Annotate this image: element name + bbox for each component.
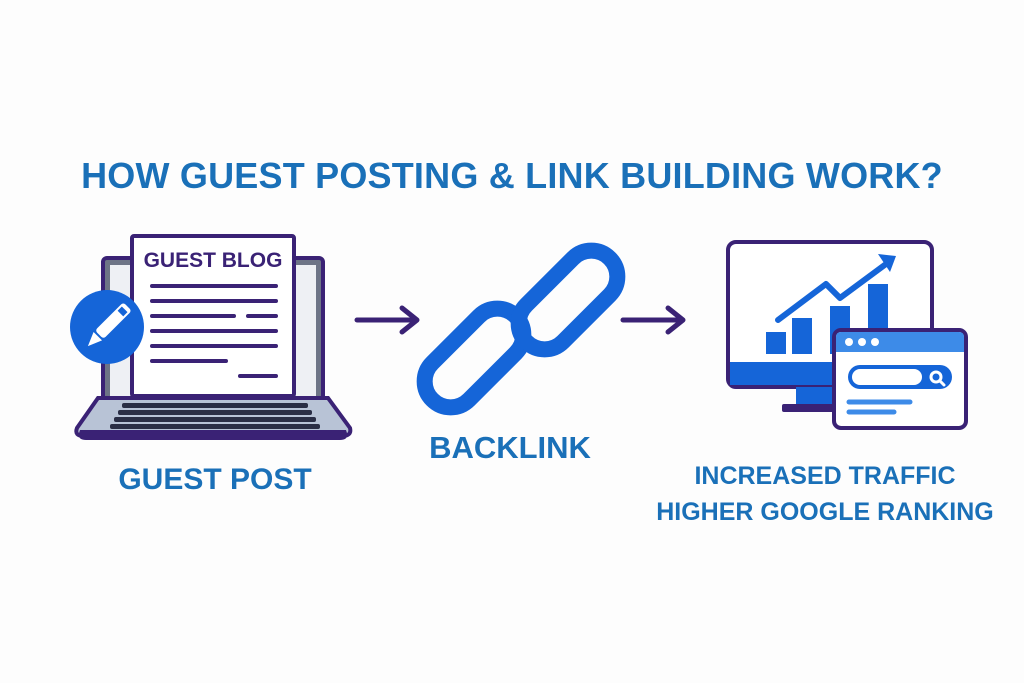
- window-dots: [845, 338, 879, 346]
- monitor-growth-search-icon: [726, 240, 968, 430]
- step-label-results: INCREASED TRAFFIC HIGHER GOOGLE RANKING: [630, 458, 1020, 530]
- chain-link-icon: [416, 242, 626, 416]
- laptop-guest-blog-icon: GUEST BLOG: [70, 234, 353, 440]
- step-label-guest-post: GUEST POST: [118, 463, 312, 496]
- arrow-right-icon: [620, 305, 686, 335]
- arrow-right-icon: [354, 305, 420, 335]
- page-title: HOW GUEST POSTING & LINK BUILDING WORK?: [81, 155, 943, 196]
- document-text-lines: [150, 284, 278, 378]
- pencil-icon: [87, 303, 131, 347]
- keyboard: [110, 403, 320, 429]
- result-line-ranking: HIGHER GOOGLE RANKING: [656, 498, 994, 526]
- result-line-traffic: INCREASED TRAFFIC: [694, 462, 956, 490]
- document-heading: GUEST BLOG: [144, 249, 283, 272]
- magnifier-icon: [929, 370, 943, 384]
- step-label-backlink: BACKLINK: [429, 430, 591, 465]
- trend-arrow: [775, 261, 889, 323]
